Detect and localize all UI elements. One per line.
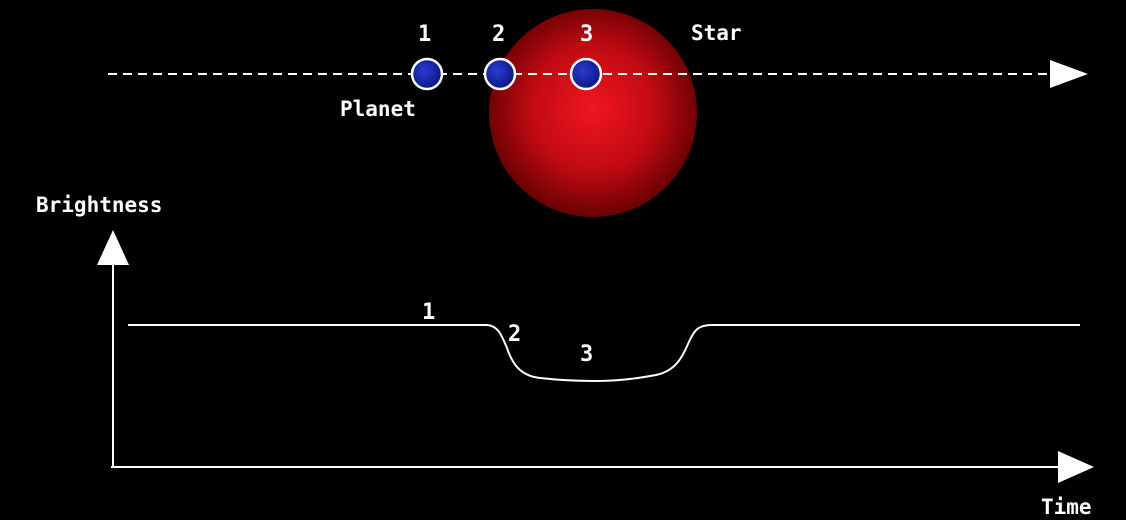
position-label-3: 3: [580, 22, 593, 47]
curve-label-1: 1: [422, 300, 435, 325]
light-curve: [128, 324, 1080, 383]
position-label-1: 1: [418, 22, 431, 47]
planet-position-1: [410, 57, 444, 91]
brightness-axis-arrowhead: [97, 230, 129, 265]
planet-path-arrowhead: [1050, 60, 1088, 88]
curve-label-3: 3: [580, 342, 593, 367]
brightness-axis-label: Brightness: [36, 193, 162, 217]
time-axis-arrowhead: [1058, 451, 1094, 483]
planet-label: Planet: [340, 97, 416, 121]
time-axis-label: Time: [1041, 495, 1092, 519]
star-disk: [489, 9, 697, 217]
planet-position-3: [569, 57, 603, 91]
position-label-2: 2: [492, 22, 505, 47]
planet-position-2: [483, 57, 517, 91]
curve-label-2: 2: [508, 322, 521, 347]
star-label: Star: [691, 21, 742, 45]
